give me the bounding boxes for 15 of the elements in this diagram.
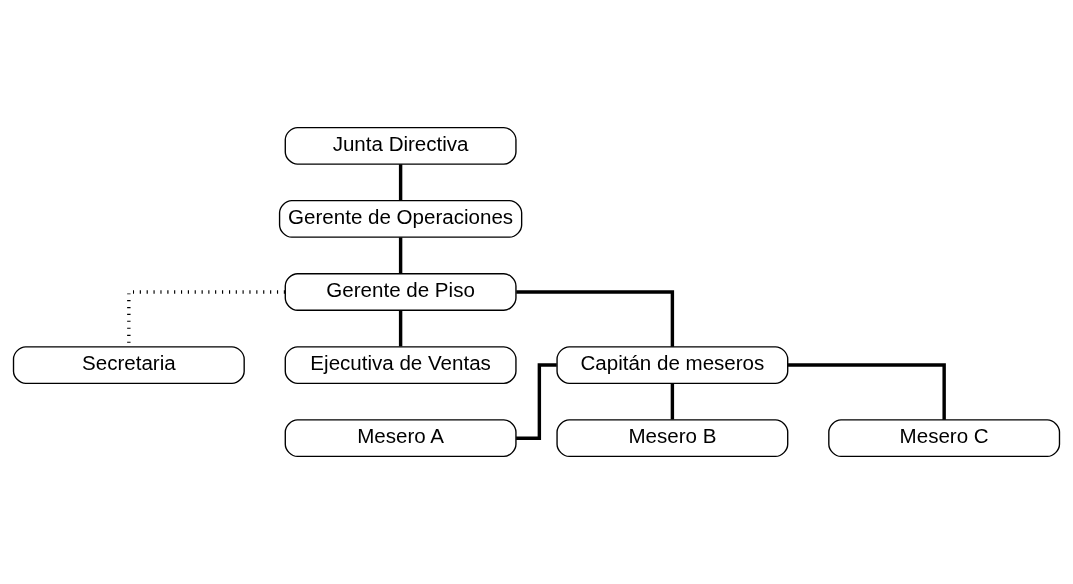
node-box: Mesero B [556,419,789,458]
node-box: Ejecutiva de Ventas [284,346,517,385]
connector [398,237,403,274]
node-box: Capitán de meseros [556,346,789,385]
node-box: Gerente de Piso [284,273,517,311]
connector [398,310,403,347]
node-box: Mesero C [828,419,1061,458]
connector [788,363,946,420]
node-box: Secretaria [12,346,245,385]
connector [670,383,675,420]
connector [398,164,403,201]
connector [516,290,675,347]
node-box: Gerente de Operaciones [278,199,523,238]
node-box: Mesero A [284,419,517,458]
node-box: Junta Directiva [284,126,517,165]
